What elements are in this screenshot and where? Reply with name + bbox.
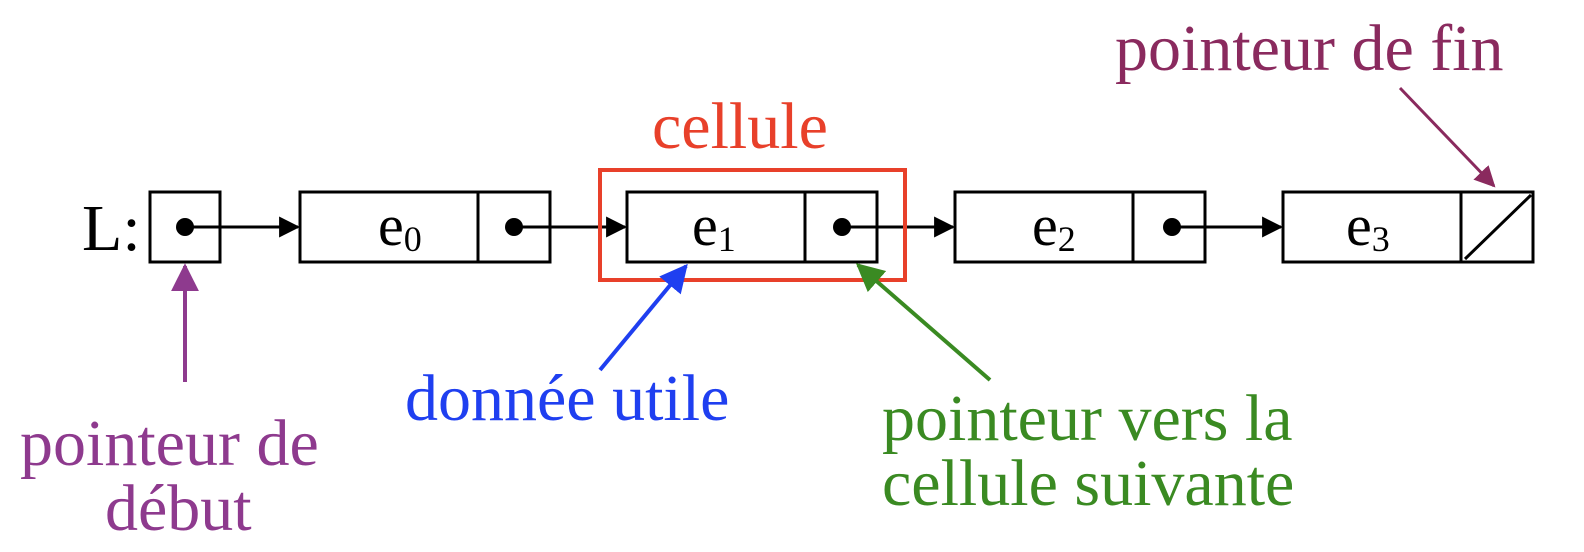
cell-e1: e1: [625, 190, 879, 264]
end-pointer-arrow: [1398, 86, 1496, 188]
next-pointer-arrow: [855, 263, 992, 382]
end-pointer-label: pointeur de fin: [1115, 12, 1504, 85]
start-pointer-label: pointeur de début: [20, 407, 335, 545]
cell-data-label: e2: [1032, 193, 1076, 259]
cell-data-label: e0: [378, 193, 422, 259]
cell-e3: e3: [1281, 190, 1535, 264]
null-pointer-slash: [1463, 193, 1533, 261]
cell-e2: e2: [953, 190, 1207, 264]
cell-e0: e0: [298, 190, 552, 264]
cellule-highlight-box: [598, 168, 907, 282]
cell-data-label: e1: [692, 193, 736, 259]
cell-data-label: e3: [1346, 193, 1390, 259]
useful-data-label: donnée utile: [405, 362, 729, 435]
list-name-label: L:: [82, 192, 141, 265]
useful-data-arrow: [598, 263, 688, 372]
next-pointer-label: pointeur vers la cellule suivante: [882, 382, 1309, 520]
cellule-label: cellule: [652, 90, 828, 163]
